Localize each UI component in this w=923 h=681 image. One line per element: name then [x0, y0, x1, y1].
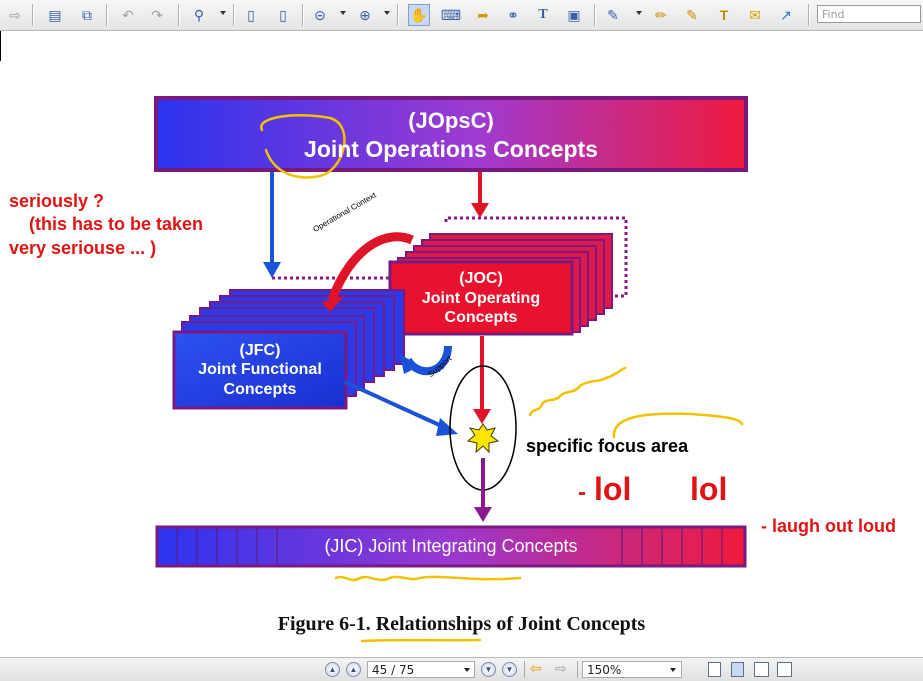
last-page-icon[interactable]: ▼	[502, 662, 517, 677]
squiggle-annotation	[528, 366, 627, 417]
seriously-annotation: seriously ?	[9, 191, 105, 211]
joc-title-line2: Concepts	[444, 309, 518, 326]
arrow-head-blue-2	[436, 418, 458, 436]
yellow-annotations	[260, 114, 744, 643]
caption-underline-annotation	[360, 638, 482, 643]
arrow-head-purple	[474, 507, 492, 522]
page-number-field[interactable]: 45 / 75	[367, 661, 475, 678]
laugh-out-loud-annotation: - laugh out loud	[761, 516, 896, 536]
next-page-icon[interactable]: ▼	[481, 662, 496, 677]
arrow-head-red	[471, 203, 489, 218]
joc-acronym: (JOC)	[459, 270, 503, 287]
zoom-in-circle-icon[interactable]: ⊕	[359, 6, 371, 23]
comment-dropdown-arrow[interactable]	[636, 11, 642, 15]
arrow-head-red-2	[473, 409, 491, 424]
zoom-in-dropdown-arrow[interactable]	[384, 11, 390, 15]
figure-caption-text: Relationships of Joint Concepts	[375, 613, 646, 635]
jic-underline-annotation	[334, 575, 522, 582]
toolbar-separator	[302, 4, 304, 26]
arrow-jfc-to-focus	[344, 380, 447, 430]
page-edge	[0, 31, 1, 61]
taken-annotation-line1: (this has to be taken	[29, 214, 204, 234]
jopsc-box	[154, 96, 748, 172]
figure-caption: Figure 6-1. Relationships of Joint Conce…	[0, 613, 923, 636]
toolbar-separator	[397, 4, 399, 26]
status-separator	[524, 661, 525, 678]
zoom-level-dropdown-arrow[interactable]	[670, 668, 676, 672]
jfc-title-line2: Concepts	[223, 381, 297, 398]
jfc-acronym: (JFC)	[239, 342, 281, 359]
snapshot-icon[interactable]: ▣	[567, 6, 581, 23]
joc-stack	[388, 233, 613, 336]
toolbar-separator	[808, 4, 810, 26]
page-icon[interactable]: ▯	[279, 6, 287, 23]
back-icon[interactable]: ⇦	[530, 660, 542, 676]
binoculars-icon[interactable]: ⚭	[507, 6, 519, 23]
joc-dotted-bracket	[444, 216, 628, 298]
find-input[interactable]: Find	[817, 5, 921, 23]
jopsc-title: Joint Operations Concepts	[304, 136, 598, 162]
arrow-right-icon[interactable]: ⇨	[9, 6, 21, 23]
joint-circle-annotation	[260, 114, 346, 179]
joint-concepts-diagram	[154, 96, 748, 643]
support-arrowhead	[400, 354, 420, 374]
continuous-view-icon[interactable]	[731, 662, 744, 677]
text-tool-icon[interactable]: T	[538, 7, 548, 22]
jfc-stack	[172, 289, 405, 410]
toolbar-separator	[233, 4, 235, 26]
operational-context-arrowhead	[322, 296, 344, 312]
taken-annotation-line2: very seriouse ... )	[9, 238, 157, 258]
operational-context-arrow	[327, 232, 414, 302]
jic-stripes	[176, 528, 723, 565]
arrow-pointer-icon[interactable]: ➦	[477, 6, 489, 23]
comment-icon[interactable]: ✎	[607, 6, 619, 23]
jfc-title-line1: Joint Functional	[198, 361, 322, 378]
arrow-tool-icon[interactable]: ↗	[780, 6, 792, 23]
toolbar-separator	[594, 4, 596, 26]
facing-view-icon[interactable]	[754, 662, 769, 677]
continuous-facing-view-icon[interactable]	[777, 662, 792, 677]
toolbar-separator	[106, 4, 108, 26]
toolbar: ⇨ ▤ ⧉ ↶ ↷ ⚲ ▯ ▯ ⊝ ⊕ ✋ ⌨ ➦ ⚭ T ▣ ✎ ✏ ✎ T …	[0, 0, 923, 31]
toolbar-separator	[32, 4, 34, 26]
figure-caption-number: Figure 6-1.	[277, 613, 371, 635]
lol-annotation-2: lol	[690, 471, 728, 507]
arrow-head-blue	[263, 262, 281, 278]
hand-icon[interactable]: ✋	[408, 4, 430, 26]
focus-area-label: specific focus area	[526, 436, 689, 456]
toolbar-separator	[178, 4, 180, 26]
zoom-out-circle-icon[interactable]: ⊝	[314, 6, 326, 23]
jic-title: (JIC) Joint Integrating Concepts	[324, 536, 578, 556]
text-box-icon[interactable]: T	[719, 7, 729, 23]
status-separator	[577, 661, 578, 678]
page-dropdown-arrow[interactable]	[464, 668, 470, 672]
focus-burst-icon	[466, 423, 500, 454]
zoom-out-dropdown-arrow[interactable]	[340, 11, 346, 15]
redo-icon[interactable]: ↷	[151, 6, 163, 23]
note-icon[interactable]: ✎	[686, 6, 698, 23]
previous-page-icon[interactable]: ▲	[346, 662, 361, 677]
focus-underline-annotation	[612, 412, 744, 439]
select-text-icon[interactable]: ⌨	[440, 6, 462, 23]
jopsc-acronym: (JOpsC)	[408, 108, 494, 133]
joc-title-line1: Joint Operating	[421, 290, 541, 307]
page-icon[interactable]: ▯	[247, 6, 255, 23]
zoom-dropdown-arrow[interactable]	[220, 11, 226, 15]
first-page-icon[interactable]: ▲	[325, 662, 340, 677]
forward-icon[interactable]: ⇨	[555, 660, 567, 676]
single-page-view-icon[interactable]	[708, 662, 721, 677]
save-icon[interactable]: ▤	[48, 6, 62, 23]
undo-icon[interactable]: ↶	[122, 6, 134, 23]
copy-icon[interactable]: ⧉	[82, 6, 92, 23]
lol-annotation-1: lol	[594, 471, 632, 507]
speech-bubble-icon[interactable]: ✉	[749, 6, 761, 23]
jic-box	[155, 525, 747, 568]
dash-annotation: -	[578, 479, 586, 506]
zoom-in-icon[interactable]: ⚲	[193, 6, 205, 23]
zoom-level-field[interactable]: 150%	[582, 661, 682, 678]
status-bar: ▲ ▲ 45 / 75 ▼ ▼ ⇦ ⇨ 150%	[0, 657, 923, 681]
highlighter-icon[interactable]: ✏	[655, 6, 667, 23]
